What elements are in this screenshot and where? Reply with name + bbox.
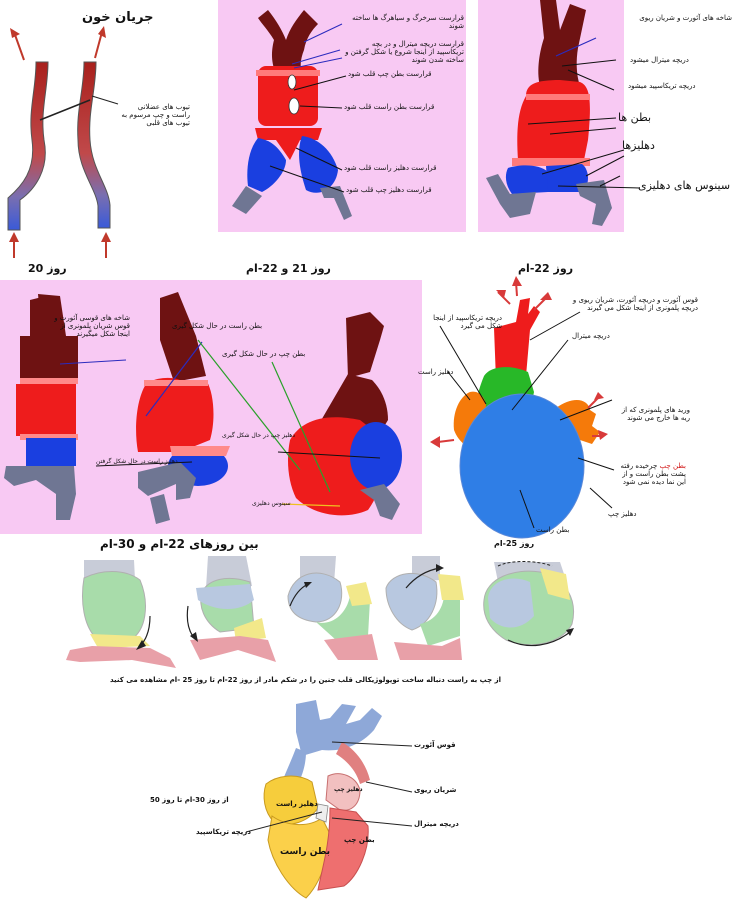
- title-between-22-30: بین روزهای 22-ام و 30-ام: [100, 537, 259, 551]
- p2-label-left-atrium: قرارست دهلیز چپ قلب شود: [346, 186, 432, 194]
- p3-label-mitral: دریچه میترال میشود: [630, 56, 689, 64]
- right-heart-tube: [77, 61, 111, 229]
- p4-label-left-atrium: دهلیز چپ در حال شکل گیری: [222, 432, 296, 439]
- title-day20: روز 20: [28, 262, 67, 275]
- p5-label-right-atrium: دهلیز راست: [418, 368, 454, 376]
- p3-label-sinus: سینوس های دهلیزی: [638, 179, 731, 192]
- p3-label-aorta-pulmonary: شاخه های آئورت و شریان ریوی: [639, 14, 732, 22]
- p4-label-sinus: سینوس دهلیزی: [252, 500, 291, 507]
- p2-label-right-atrium: قرارست دهلیز راست قلب شود: [344, 164, 437, 172]
- panel2-left-atrium: [247, 138, 286, 192]
- p5-label-left-ventricle: بطن چپ: [659, 462, 686, 470]
- p3-label-ventricles: بطن ها: [618, 111, 652, 124]
- p7-label-tricuspid: دریچه تریکاسپید: [196, 828, 251, 836]
- p5-label-mitral: دریچه میترال: [572, 332, 610, 340]
- p4-label-aortic-arch: شاخه های قوسی آئورت و قوس شریان پلمونری …: [54, 314, 130, 338]
- title-blood-flow: جریان خون: [82, 10, 154, 25]
- p2-label-arteries-veins: قرارست سرخرگ و سیاهرگ ها ساخته شوند: [352, 14, 464, 30]
- p7-label-right-atrium: دهلیز راست: [276, 800, 318, 808]
- panel5-right-ventricle: [459, 393, 585, 539]
- p4-label-right-atrium: دهلیز راست در حال شکل گرفتن: [96, 458, 178, 465]
- title-day25: روز 25-ام: [494, 539, 535, 548]
- p7-label-pulmonary-artery: شریان ریوی: [414, 786, 457, 794]
- title-day22: روز 22-ام: [518, 262, 574, 275]
- p7-label-left-atrium: دهلیز چپ: [334, 786, 363, 793]
- p2-label-right-ventricle: قرارست بطن راست قلب شود: [344, 103, 435, 111]
- p3-label-tricuspid: دریچه تریکاسپید میشود: [628, 82, 696, 90]
- panel2-right-atrium: [299, 136, 338, 193]
- title-day21-22: روز 21 و 22-ام: [246, 262, 331, 275]
- p7-label-aortic-arch: قوس آئورت: [414, 741, 456, 749]
- p7-label-right-ventricle: بطن راست: [280, 847, 331, 857]
- p2-label-left-ventricle: قرارست بطن چپ قلب شود: [348, 70, 432, 78]
- p7-label-mitral: دریچه میترال: [414, 820, 459, 828]
- panel2-arterial-trunk: [258, 10, 318, 74]
- p3-label-atria: دهلیزها: [622, 139, 655, 152]
- p7-label-left-ventricle: بطن چپ: [344, 836, 375, 844]
- p5-label-tricuspid: دریچه تریکاسپید از اینجا شکل می گیرد: [433, 314, 502, 330]
- p2-label-mitral-tricuspid: قرارست دریچه میترال و در بچه تریکاسپید ا…: [345, 40, 464, 64]
- left-heart-tube: [7, 61, 49, 231]
- p5-label-aortic-pulmonary: قوس آئورت و دریچه آئورت، شریان ریوی و در…: [572, 296, 698, 312]
- caption-sequence: از چپ به راست دنباله ساخت توپولوژیکالی ق…: [110, 676, 502, 684]
- p5-label-pulmonary-veins: ورید های پلمونری که از ریه ها خارج می شو…: [621, 406, 690, 422]
- label-heart-tubes: تیوب های عضلانی راست و چپ مرسوم به تیوب …: [121, 103, 190, 127]
- p5-label-left-ventricle-hidden: بطن چپ چرخیده رفته پشت بطن راست و از این…: [612, 462, 686, 486]
- title-day30-50: از روز 30-ام تا روز 50: [150, 796, 229, 804]
- p5-label-right-ventricle: بطن راست: [536, 526, 570, 534]
- p4-label-left-ventricle: بطن چپ در حال شکل گیری: [222, 350, 306, 358]
- p4-label-right-ventricle: بطن راست در حال شکل گیری: [172, 322, 263, 330]
- p5-label-left-atrium: دهلیز چپ: [608, 510, 637, 518]
- p5-label-left-ventricle-note: چرخیده رفته پشت بطن راست و از این نما دی…: [620, 462, 686, 486]
